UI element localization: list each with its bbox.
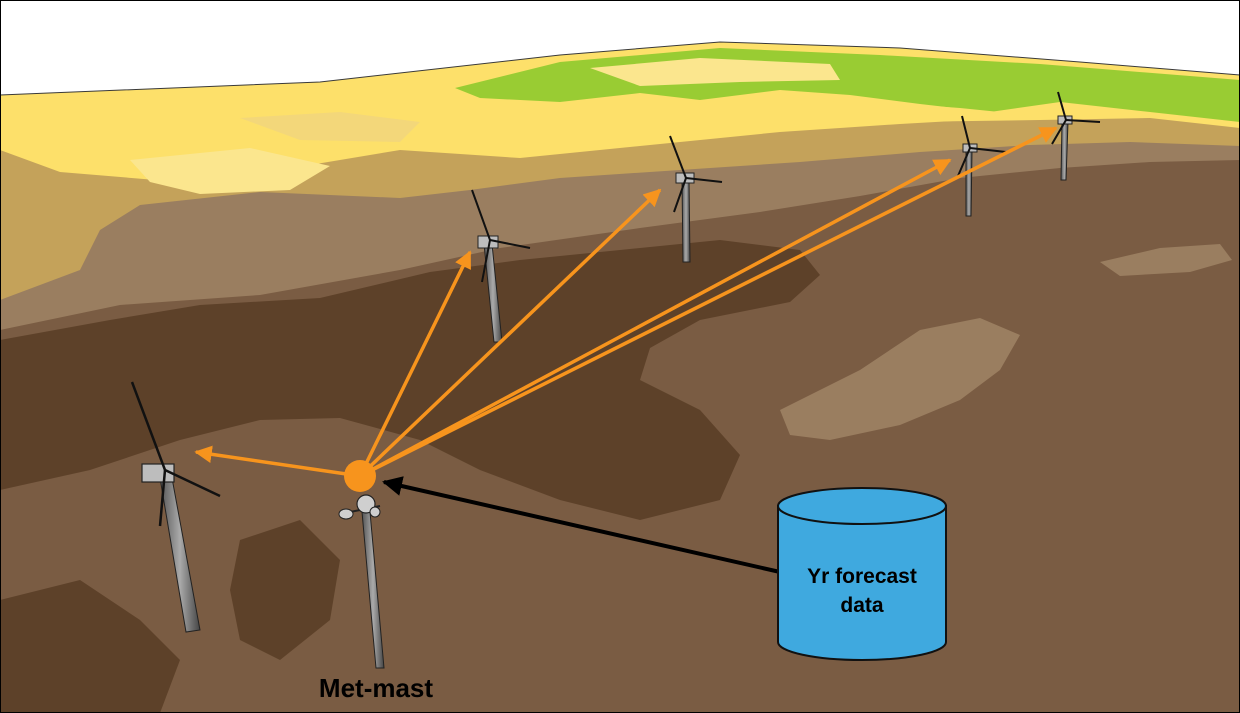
arrow-to-turbine-4 (359, 158, 952, 478)
arrow-to-turbine-5 (359, 126, 1058, 478)
terrain-light-patch (240, 112, 420, 142)
turbine (957, 115, 1007, 217)
met-mast (338, 494, 385, 669)
terrain-light-patch (130, 148, 330, 194)
met-mast-source-dot (344, 460, 376, 492)
met-mast-label: Met-mast (319, 673, 433, 703)
arrow-to-turbine-1 (194, 445, 361, 478)
forecast-label-line1: Yr forecast (807, 565, 917, 588)
turbine (471, 189, 531, 343)
terrain-light-patch (590, 58, 840, 86)
arrow-to-turbine-3 (358, 188, 662, 478)
forecast-label-line2: data (840, 594, 884, 617)
terrain-light-spot (780, 318, 1020, 440)
terrain-dark-shadow (0, 240, 820, 520)
turbine (669, 135, 723, 263)
terrain-dark-shadow (230, 520, 340, 660)
orange-arrows (194, 126, 1058, 492)
arrow-to-turbine-2 (358, 250, 472, 477)
forecast-database-icon (777, 487, 947, 661)
terrain-light-spot (1100, 244, 1232, 276)
turbine (130, 381, 221, 633)
terrain-dark-shadow (0, 580, 180, 713)
forecast-arrow (382, 476, 781, 574)
